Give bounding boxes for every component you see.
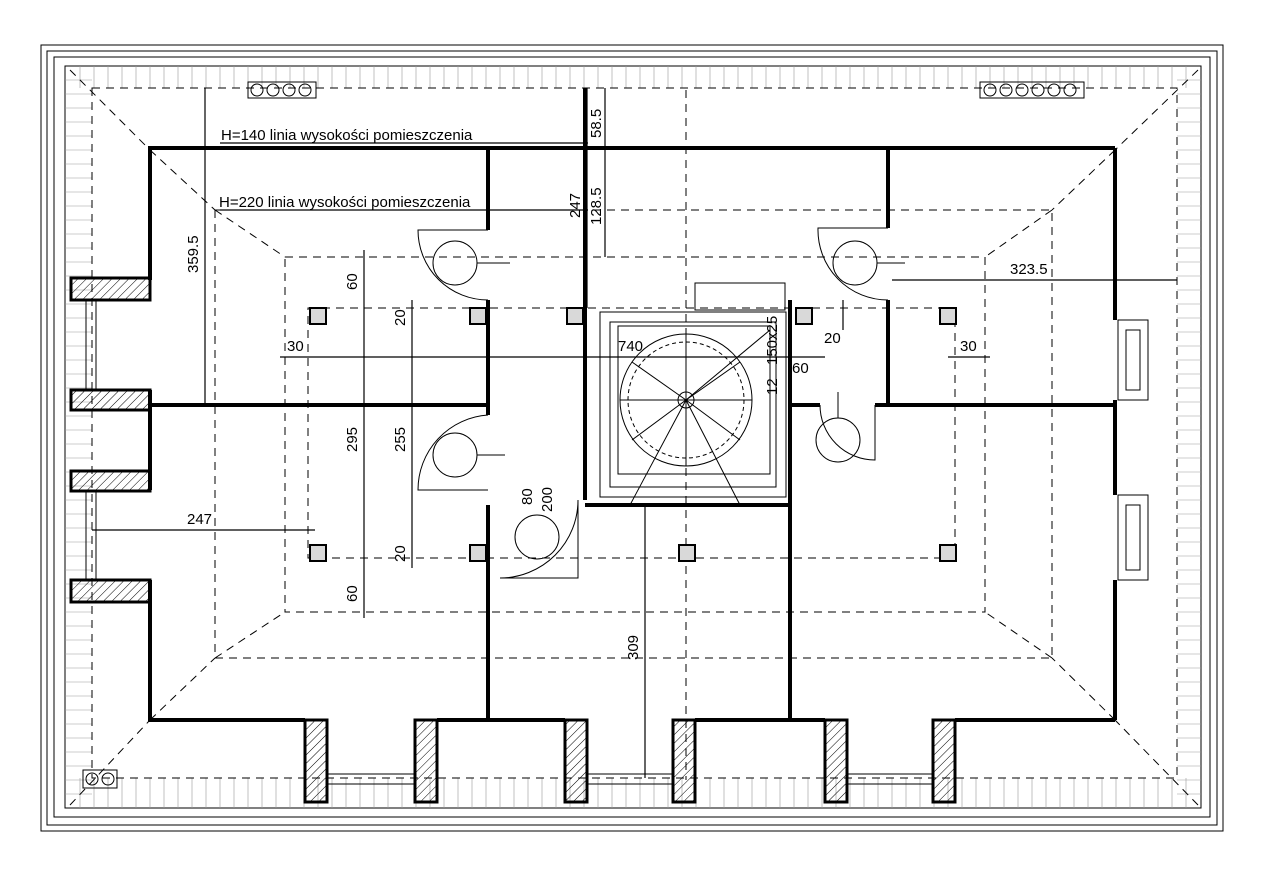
dimension-60-top: 60 <box>344 273 361 290</box>
height-line-label-220: H=220 linia wysokości pomieszczenia <box>219 194 471 211</box>
dimension-359-5: 359.5 <box>185 235 202 273</box>
dimension-128-5: 128.5 <box>588 187 605 225</box>
roof-hip-lines <box>69 69 1199 806</box>
dimension-58-5: 58.5 <box>588 109 605 138</box>
dimension-247-left: 247 <box>187 511 212 528</box>
text-labels: H=140 linia wysokości pomieszczenia H=22… <box>185 109 1048 660</box>
outer-frame <box>40 44 1224 832</box>
dimension-lines <box>92 88 1177 778</box>
dimension-20-top-left: 20 <box>392 309 409 326</box>
dimension-30-right: 30 <box>960 338 977 355</box>
windows <box>85 299 1149 785</box>
stair-dimension-150x25: 150x25 <box>764 316 781 365</box>
rafter-grid <box>65 66 1201 808</box>
dimension-20-bottom: 20 <box>392 545 409 562</box>
dimension-247-top: 247 <box>567 193 584 218</box>
dimension-323-5: 323.5 <box>1010 261 1048 278</box>
walls <box>148 88 1117 722</box>
doors <box>417 227 905 579</box>
door-dimension-80: 80 <box>519 488 536 505</box>
dimension-20-right: 20 <box>824 330 841 347</box>
vent-grilles <box>82 81 1085 789</box>
dimension-60-bottom: 60 <box>344 585 361 602</box>
dimension-60-right: 60 <box>792 360 809 377</box>
dimension-309: 309 <box>625 635 642 660</box>
door-dimension-200: 200 <box>539 487 556 512</box>
hatched-piers <box>69 276 957 804</box>
columns <box>309 307 957 562</box>
stair-dimension-12: 12 <box>764 378 781 395</box>
dimension-30-left: 30 <box>287 338 304 355</box>
dimension-255: 255 <box>392 427 409 452</box>
stair-dimension-740: 740 <box>618 338 643 355</box>
dimension-295: 295 <box>344 427 361 452</box>
eave-dashed-perimeter <box>91 87 1178 779</box>
spiral-staircase <box>599 282 787 506</box>
height-line-label-140: H=140 linia wysokości pomieszczenia <box>221 127 473 144</box>
